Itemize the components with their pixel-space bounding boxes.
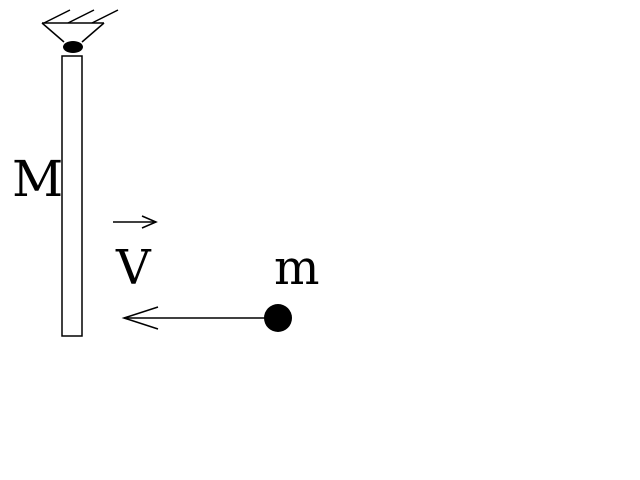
hatch-line-3 <box>91 9 119 24</box>
velocity-label: V <box>115 240 152 296</box>
hatch-line-2 <box>67 9 95 24</box>
rod-mass-label: M <box>12 150 63 208</box>
velocity-vector-symbol: V <box>113 215 158 296</box>
hanging-rod <box>61 55 83 337</box>
ball-mass-label: m <box>274 240 320 296</box>
ceiling-support <box>41 9 119 43</box>
vector-arrow-head <box>141 215 158 229</box>
hatch-line-1 <box>43 9 71 24</box>
ball <box>264 304 292 332</box>
motion-arrow <box>121 306 266 330</box>
motion-arrow-head <box>121 306 159 330</box>
pivot-point <box>63 41 83 53</box>
support-right-leg <box>81 22 105 43</box>
support-left-leg <box>41 22 65 43</box>
